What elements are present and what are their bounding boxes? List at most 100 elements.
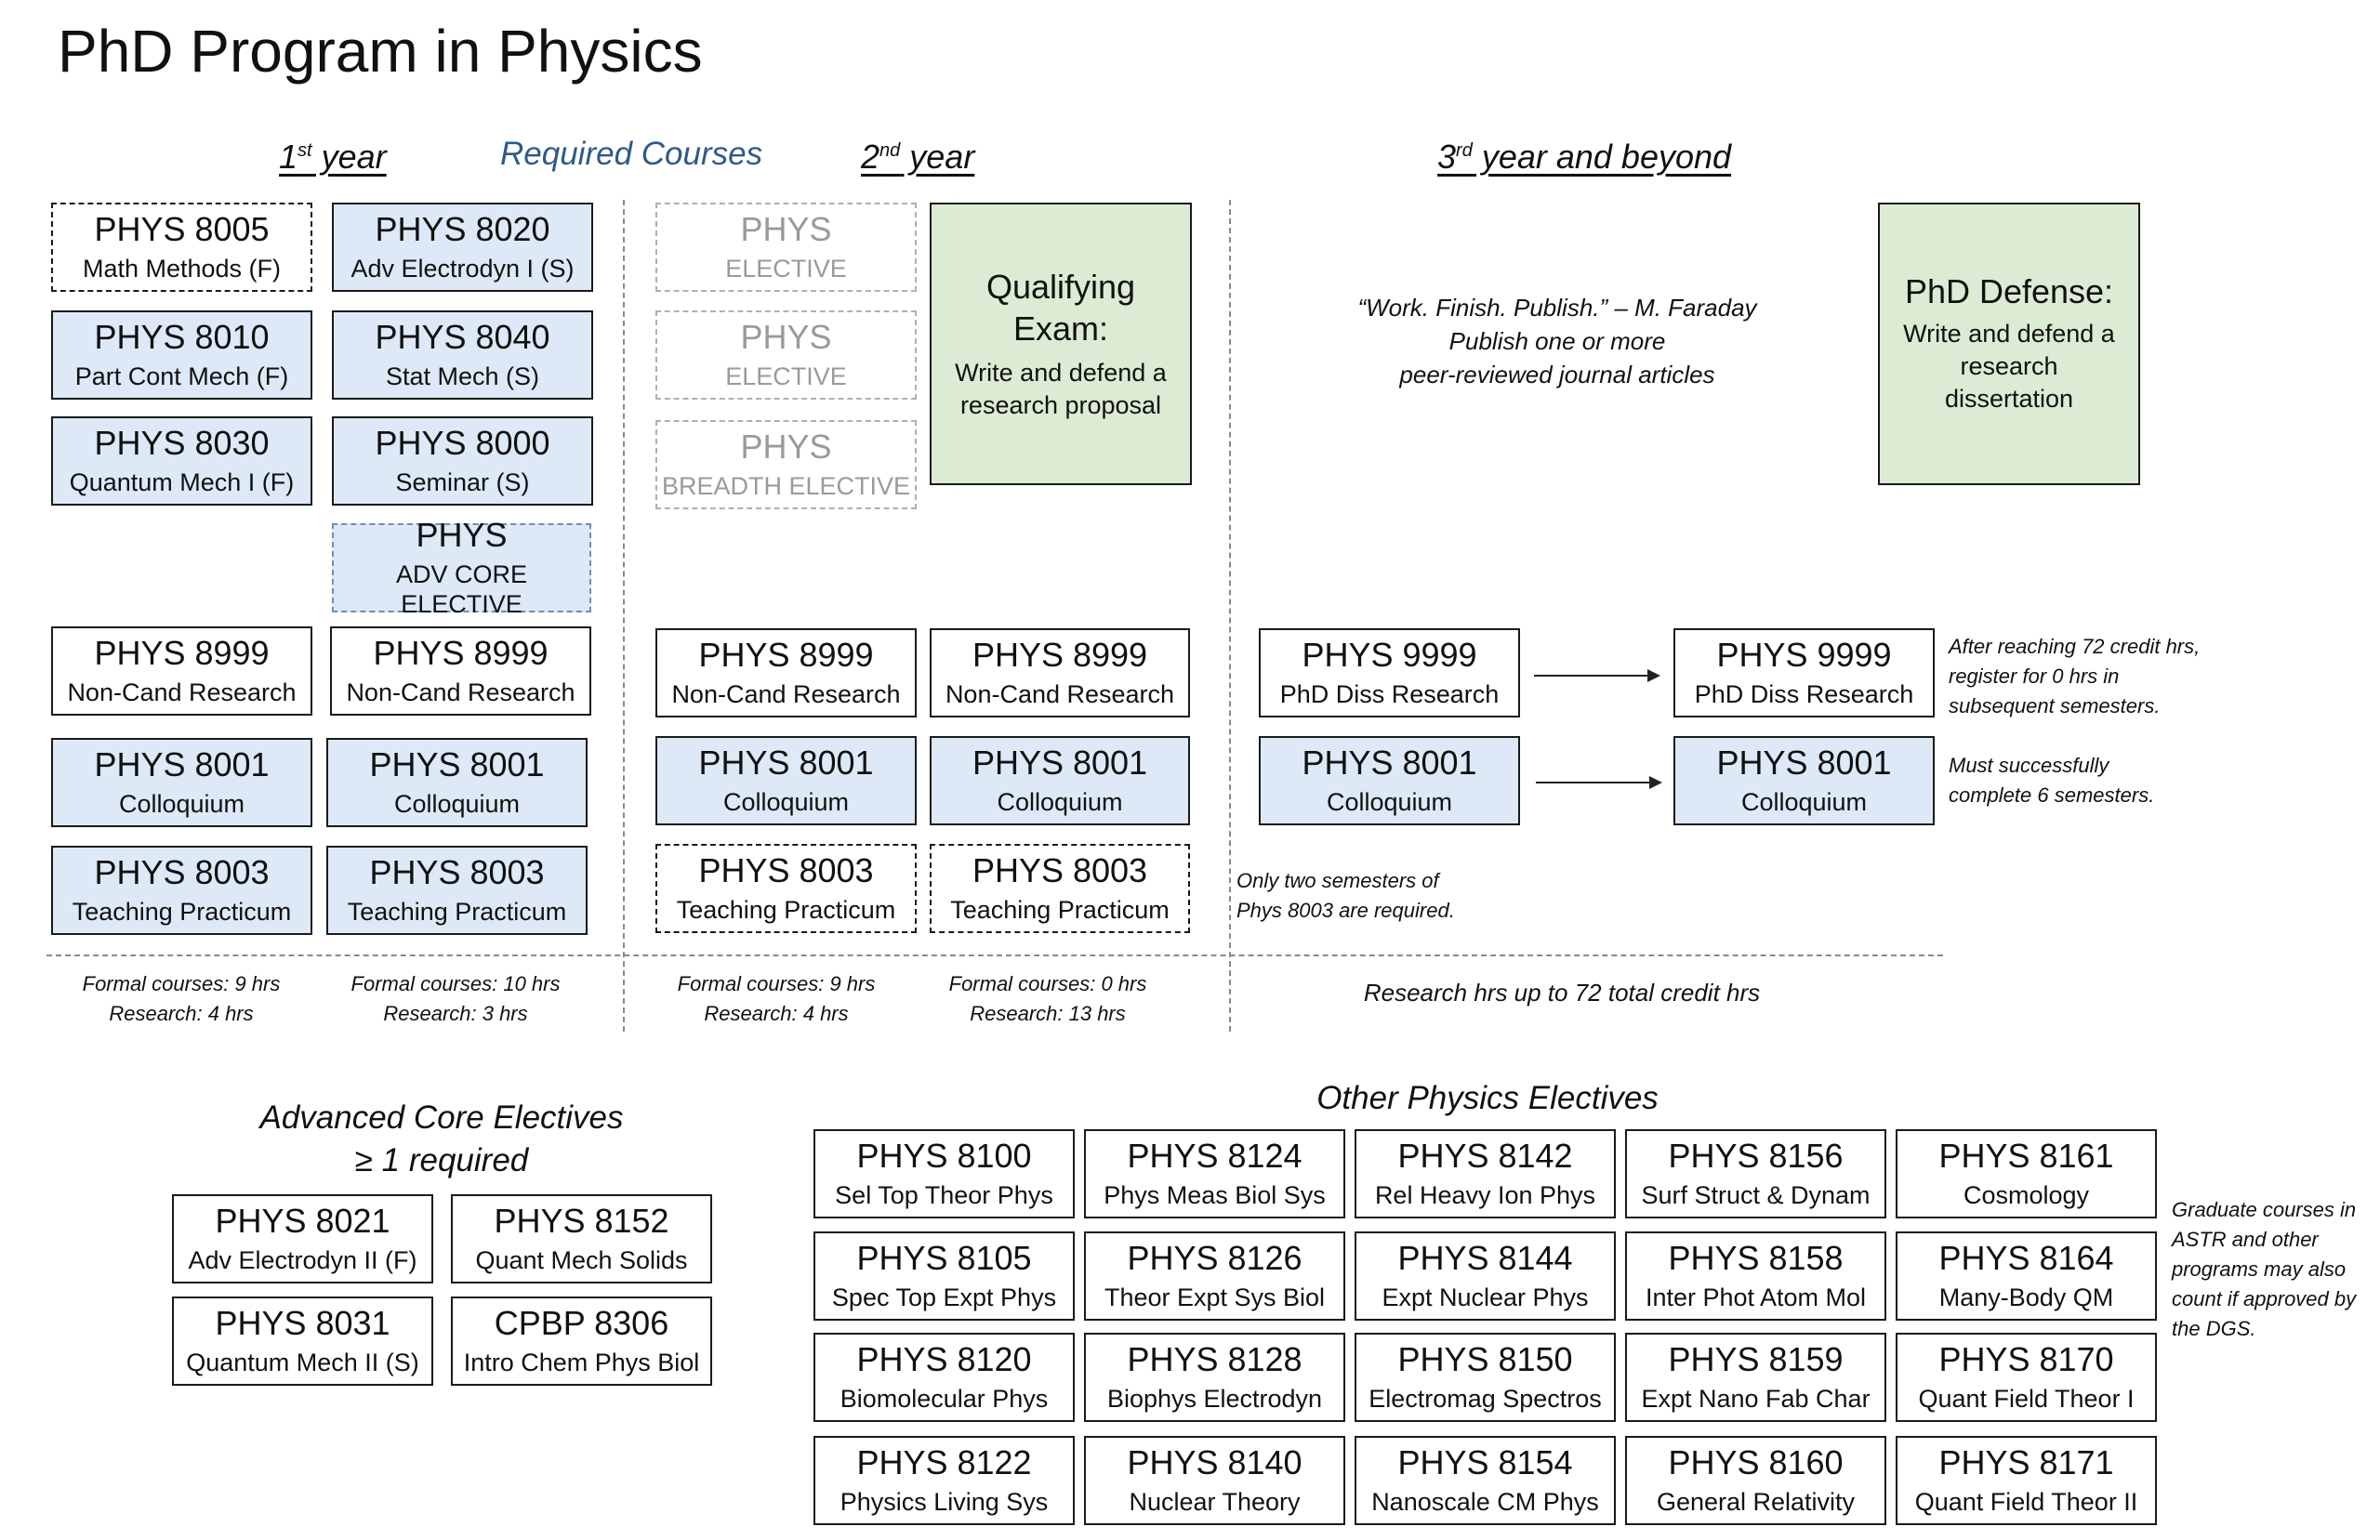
diss-research-note: After reaching 72 credit hrs, register f… — [1949, 635, 2201, 717]
elective-name: Sel Top Theor Phys — [835, 1181, 1053, 1210]
elective-code: PHYS 8128 — [1127, 1339, 1302, 1378]
divider-year1-year2 — [623, 200, 625, 1032]
phd-defense[interactable]: PhD Defense: Write and defend a research… — [1878, 203, 2140, 485]
elective-name: Surf Struct & Dynam — [1641, 1181, 1871, 1210]
elective-name: Quant Field Theor II — [1914, 1488, 2138, 1517]
faraday-quote: “Work. Finish. Publish.” – M. Faraday Pu… — [1311, 292, 1804, 392]
elective-code: PHYS 8126 — [1127, 1238, 1302, 1277]
elective-name: Electromag Spectros — [1368, 1385, 1602, 1414]
elective-code: PHYS 8100 — [856, 1136, 1032, 1175]
elective-code: PHYS 8154 — [1397, 1442, 1573, 1481]
elective-code: PHYS 8150 — [1397, 1339, 1573, 1378]
elective-code: PHYS 8105 — [856, 1238, 1032, 1277]
elective-code: PHYS 8142 — [1397, 1136, 1573, 1175]
elective-name: General Relativity — [1656, 1488, 1856, 1517]
elective-code: PHYS 8170 — [1938, 1339, 2114, 1378]
publish-line-2: peer-reviewed journal articles — [1399, 360, 1715, 388]
teaching-practicum-note: Only two semesters of Phys 8003 are requ… — [1236, 869, 1455, 922]
publish-line-1: Publish one or more — [1448, 326, 1666, 355]
arrow-colloquium — [1536, 776, 1662, 789]
page-title: PhD Program in Physics — [58, 18, 703, 85]
elective-code: PHYS 8159 — [1668, 1339, 1844, 1378]
elective-code: PHYS 8144 — [1397, 1238, 1573, 1277]
elective-code: PHYS 8158 — [1668, 1238, 1844, 1277]
elective-name: Nuclear Theory — [1129, 1488, 1301, 1517]
elective-name: Physics Living Sys — [840, 1488, 1049, 1517]
elective-name: Quant Field Theor I — [1918, 1385, 2135, 1414]
qualifying-exam-desc: Write and defend a research proposal — [955, 358, 1167, 419]
elective-name: Inter Phot Atom Mol — [1645, 1283, 1867, 1312]
elective-code: PHYS 8140 — [1127, 1442, 1302, 1481]
elective-code: PHYS 8124 — [1127, 1136, 1302, 1175]
elective-code: PHYS 8171 — [1938, 1442, 2114, 1481]
required-courses-header: Required Courses — [500, 136, 763, 172]
elective-name: Phys Meas Biol Sys — [1104, 1181, 1326, 1210]
quote-line: “Work. Finish. Publish.” – M. Faraday — [1357, 294, 1757, 322]
elective-code: PHYS 8164 — [1938, 1238, 2114, 1277]
elective-name: Spec Top Expt Phys — [831, 1283, 1057, 1312]
elective-name: Expt Nuclear Phys — [1382, 1283, 1589, 1312]
elective-code: PHYS 8120 — [856, 1339, 1032, 1378]
qualifying-exam[interactable]: Qualifying Exam: Write and defend a rese… — [930, 203, 1192, 485]
elective-name: Theor Expt Sys Biol — [1104, 1283, 1326, 1312]
other-electives-note: Graduate courses in ASTR and other progr… — [2172, 1198, 2357, 1340]
elective-code: PHYS 8161 — [1938, 1136, 2114, 1175]
other-electives-title: Other Physics Electives — [1316, 1080, 1659, 1116]
elective-code: PHYS 8160 — [1668, 1442, 1844, 1481]
elective-name: Biomolecular Phys — [840, 1385, 1049, 1414]
colloquium-note: Must successfully complete 6 semesters. — [1949, 754, 2155, 807]
